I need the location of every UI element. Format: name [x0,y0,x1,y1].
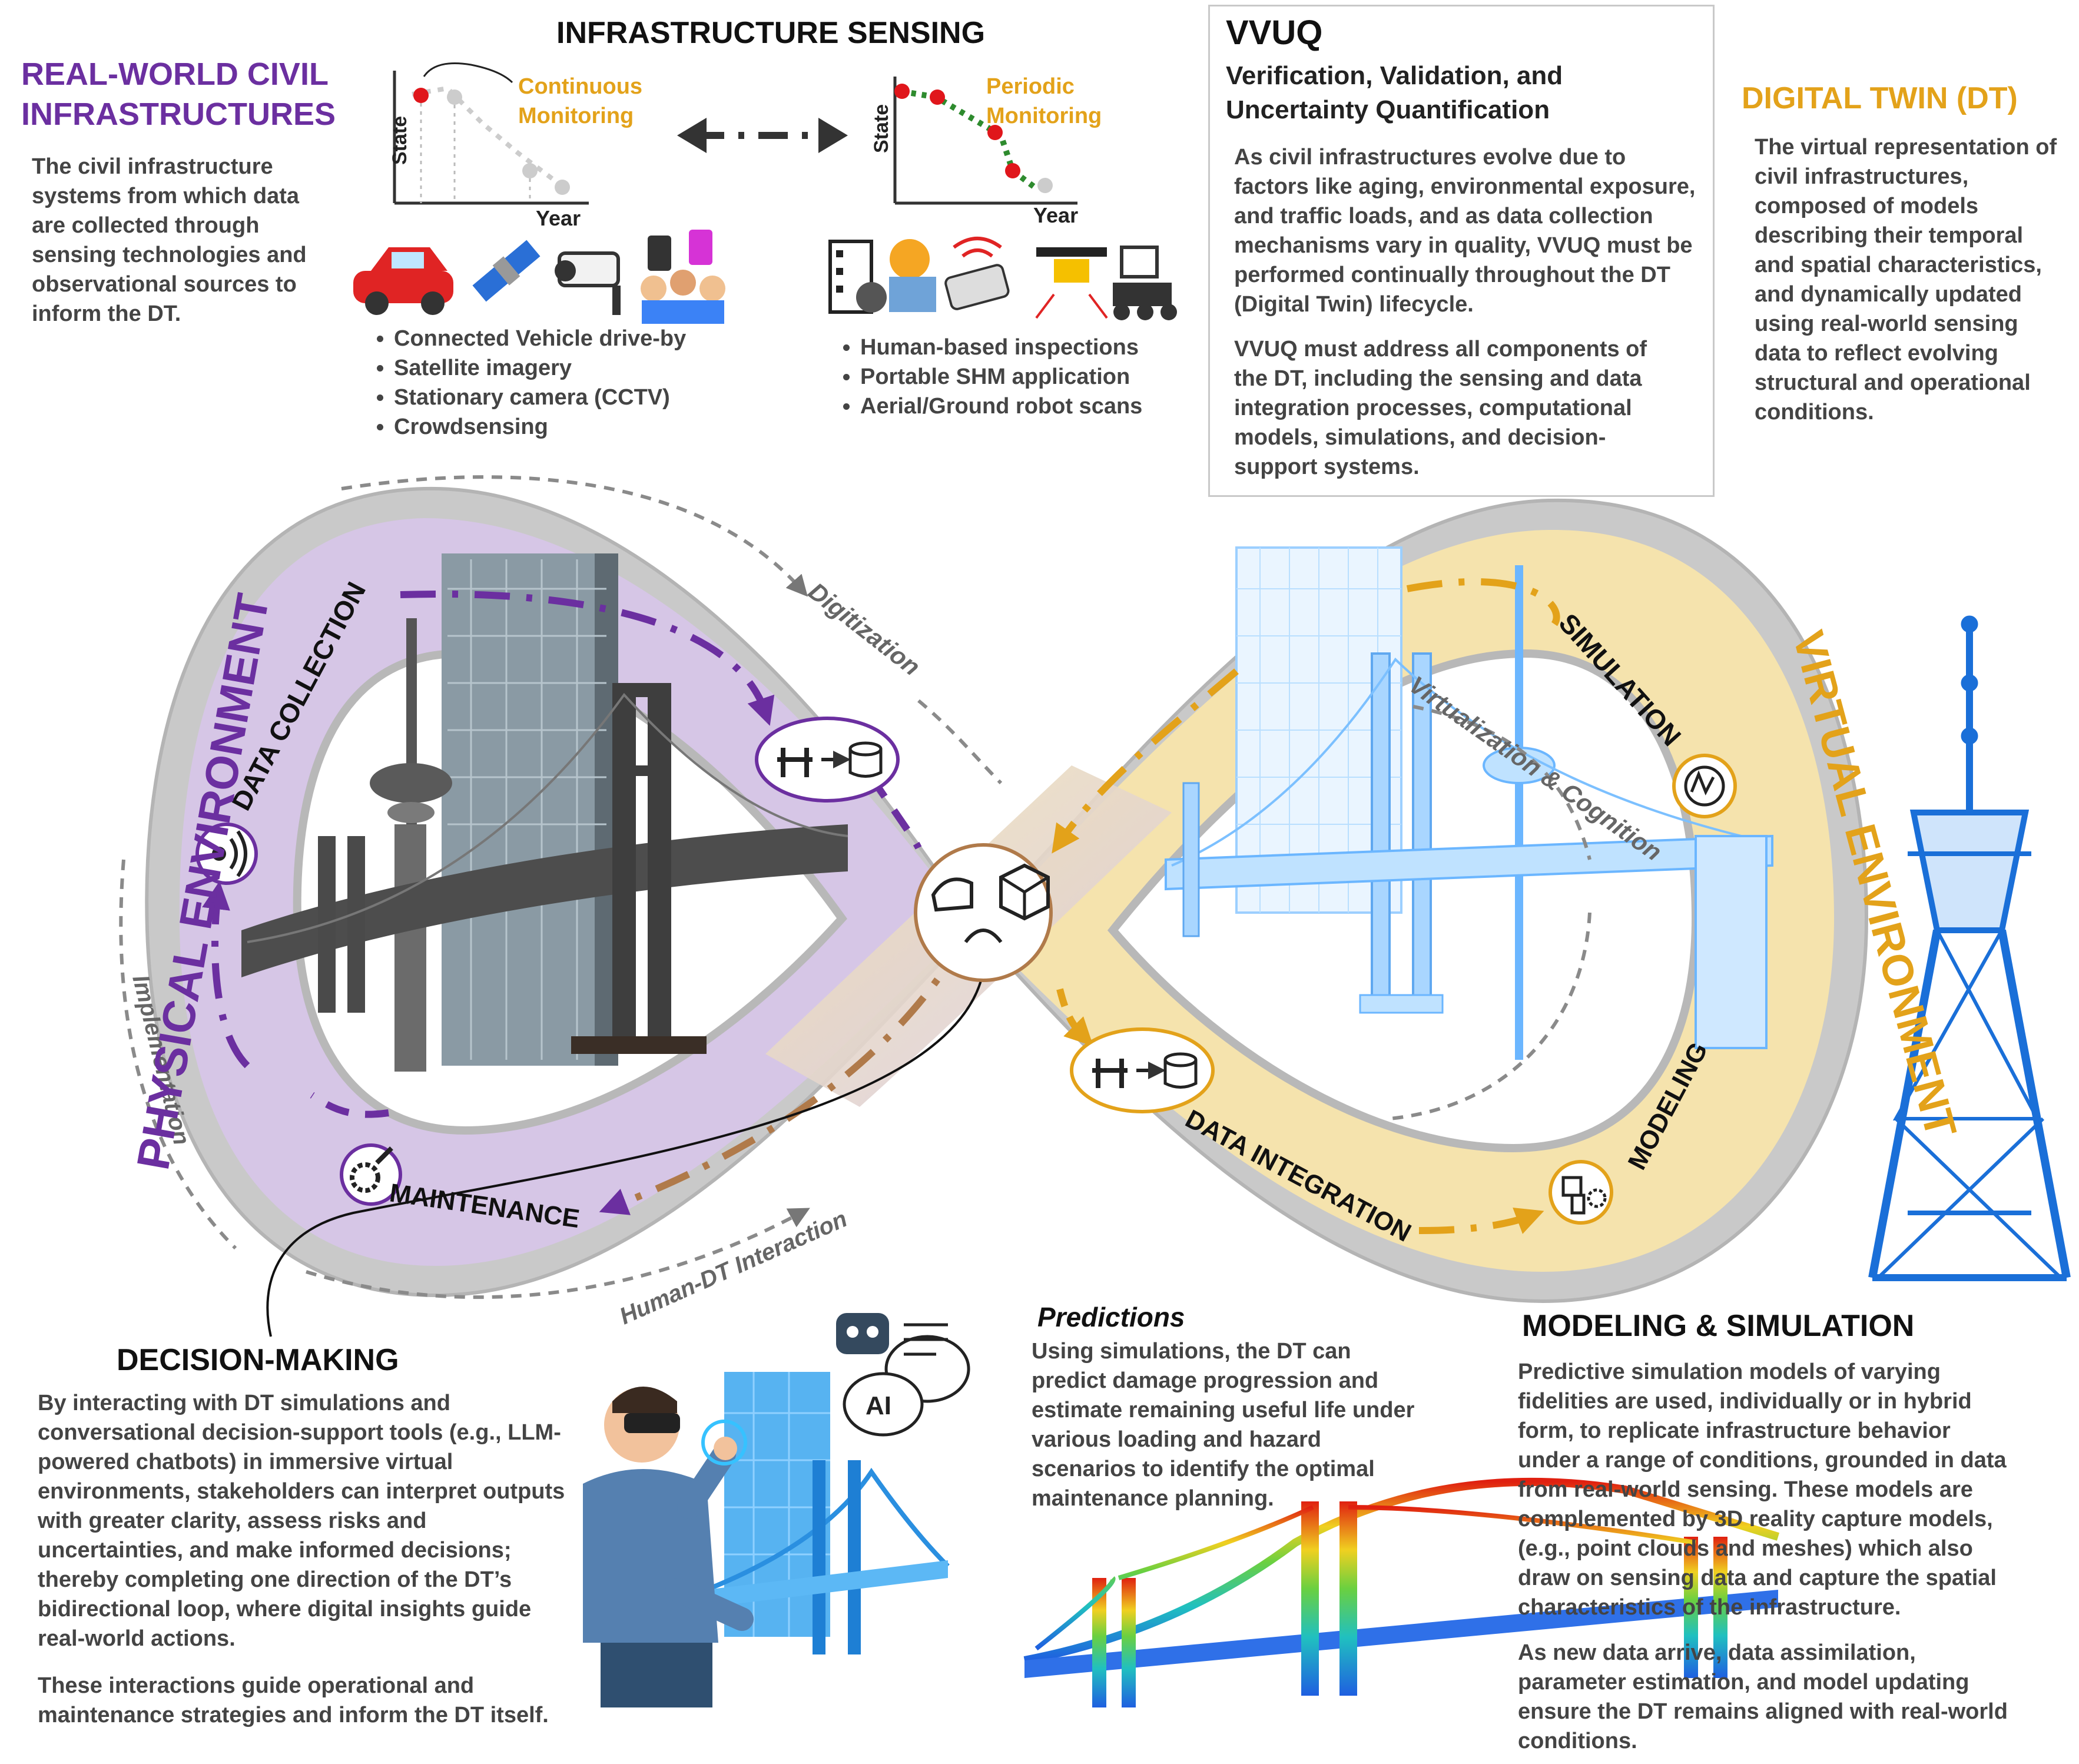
vvuq-title: VVUQ [1226,14,1323,52]
decision-illustration: AI [583,1313,970,1707]
list-item: Connected Vehicle drive-by [394,324,771,353]
real-world-description: The civil infrastructure systems from wh… [32,154,307,326]
vvuq-paragraph-1: As civil infrastructures evolve due to f… [1234,145,1696,317]
continuous-state-axis: State [389,115,411,165]
decision-paragraph-1: By interacting with DT simulations and c… [38,1391,565,1651]
predictions-title: Predictions [1037,1302,1185,1332]
periodic-sensing-list: Human-based inspections Portable SHM app… [834,333,1213,421]
modeling-sim-paragraph-2: As new data arrive, data assimilation, p… [1518,1640,2008,1753]
digital-twin-description: The virtual representation of civil infr… [1755,135,2057,425]
modeling-sim-paragraph-1: Predictive simulation models of varying … [1518,1360,2007,1620]
data-transfer-icon-virtual [1070,1027,1215,1113]
list-item: Human-based inspections [860,333,1213,362]
maintenance-icon [340,1143,402,1206]
blue-lattice-tower [1868,615,2071,1281]
list-item: Crowdsensing [394,412,771,442]
data-transfer-icon-physical [755,717,900,803]
simulation-icon [1672,754,1737,818]
periodic-state-axis: State [870,104,893,153]
physical-infrastructure-illustration [241,553,848,1072]
modeling-icon [1549,1160,1613,1225]
list-item: Satellite imagery [394,353,771,383]
predictions-description: Using simulations, the DT can predict da… [1032,1339,1415,1511]
modeling-sim-title: MODELING & SIMULATION [1522,1309,1915,1343]
list-item: Aerial/Ground robot scans [860,392,1213,421]
sensing-icons-periodic [828,237,1177,320]
list-item: Stationary camera (CCTV) [394,383,771,412]
sensing-icons-continuous [353,230,725,324]
sensing-title: INFRASTRUCTURE SENSING [556,16,986,50]
periodic-year-axis: Year [1033,203,1079,227]
virtual-wireframe-illustration [1165,546,1773,1060]
sensing-double-arrow [677,118,848,153]
list-item: Portable SHM application [860,362,1213,392]
decision-title: DECISION-MAKING [117,1343,399,1377]
decision-paragraph-2: These interactions guide operational and… [38,1673,549,1727]
periodic-monitoring-chart [893,77,1077,205]
data-collection-icon [195,823,258,885]
human-dt-center-icon [914,843,1053,982]
digital-twin-title: DIGITAL TWIN (DT) [1742,81,2018,115]
continuous-year-axis: Year [536,206,581,230]
real-world-title: REAL-WORLD CIVIL INFRASTRUCTURES [21,57,336,132]
continuous-sensing-list: Connected Vehicle drive-by Satellite ima… [368,324,771,442]
ai-bubble-label: AI [866,1391,891,1420]
vvuq-panel [1208,5,1715,497]
continuous-monitoring-chart [393,62,589,205]
digitization-label: Digitization [803,577,925,681]
predictions-heatmap-bridge [1023,1477,1780,1707]
vvuq-paragraph-2: VVUQ must address all components of the … [1234,337,1647,479]
